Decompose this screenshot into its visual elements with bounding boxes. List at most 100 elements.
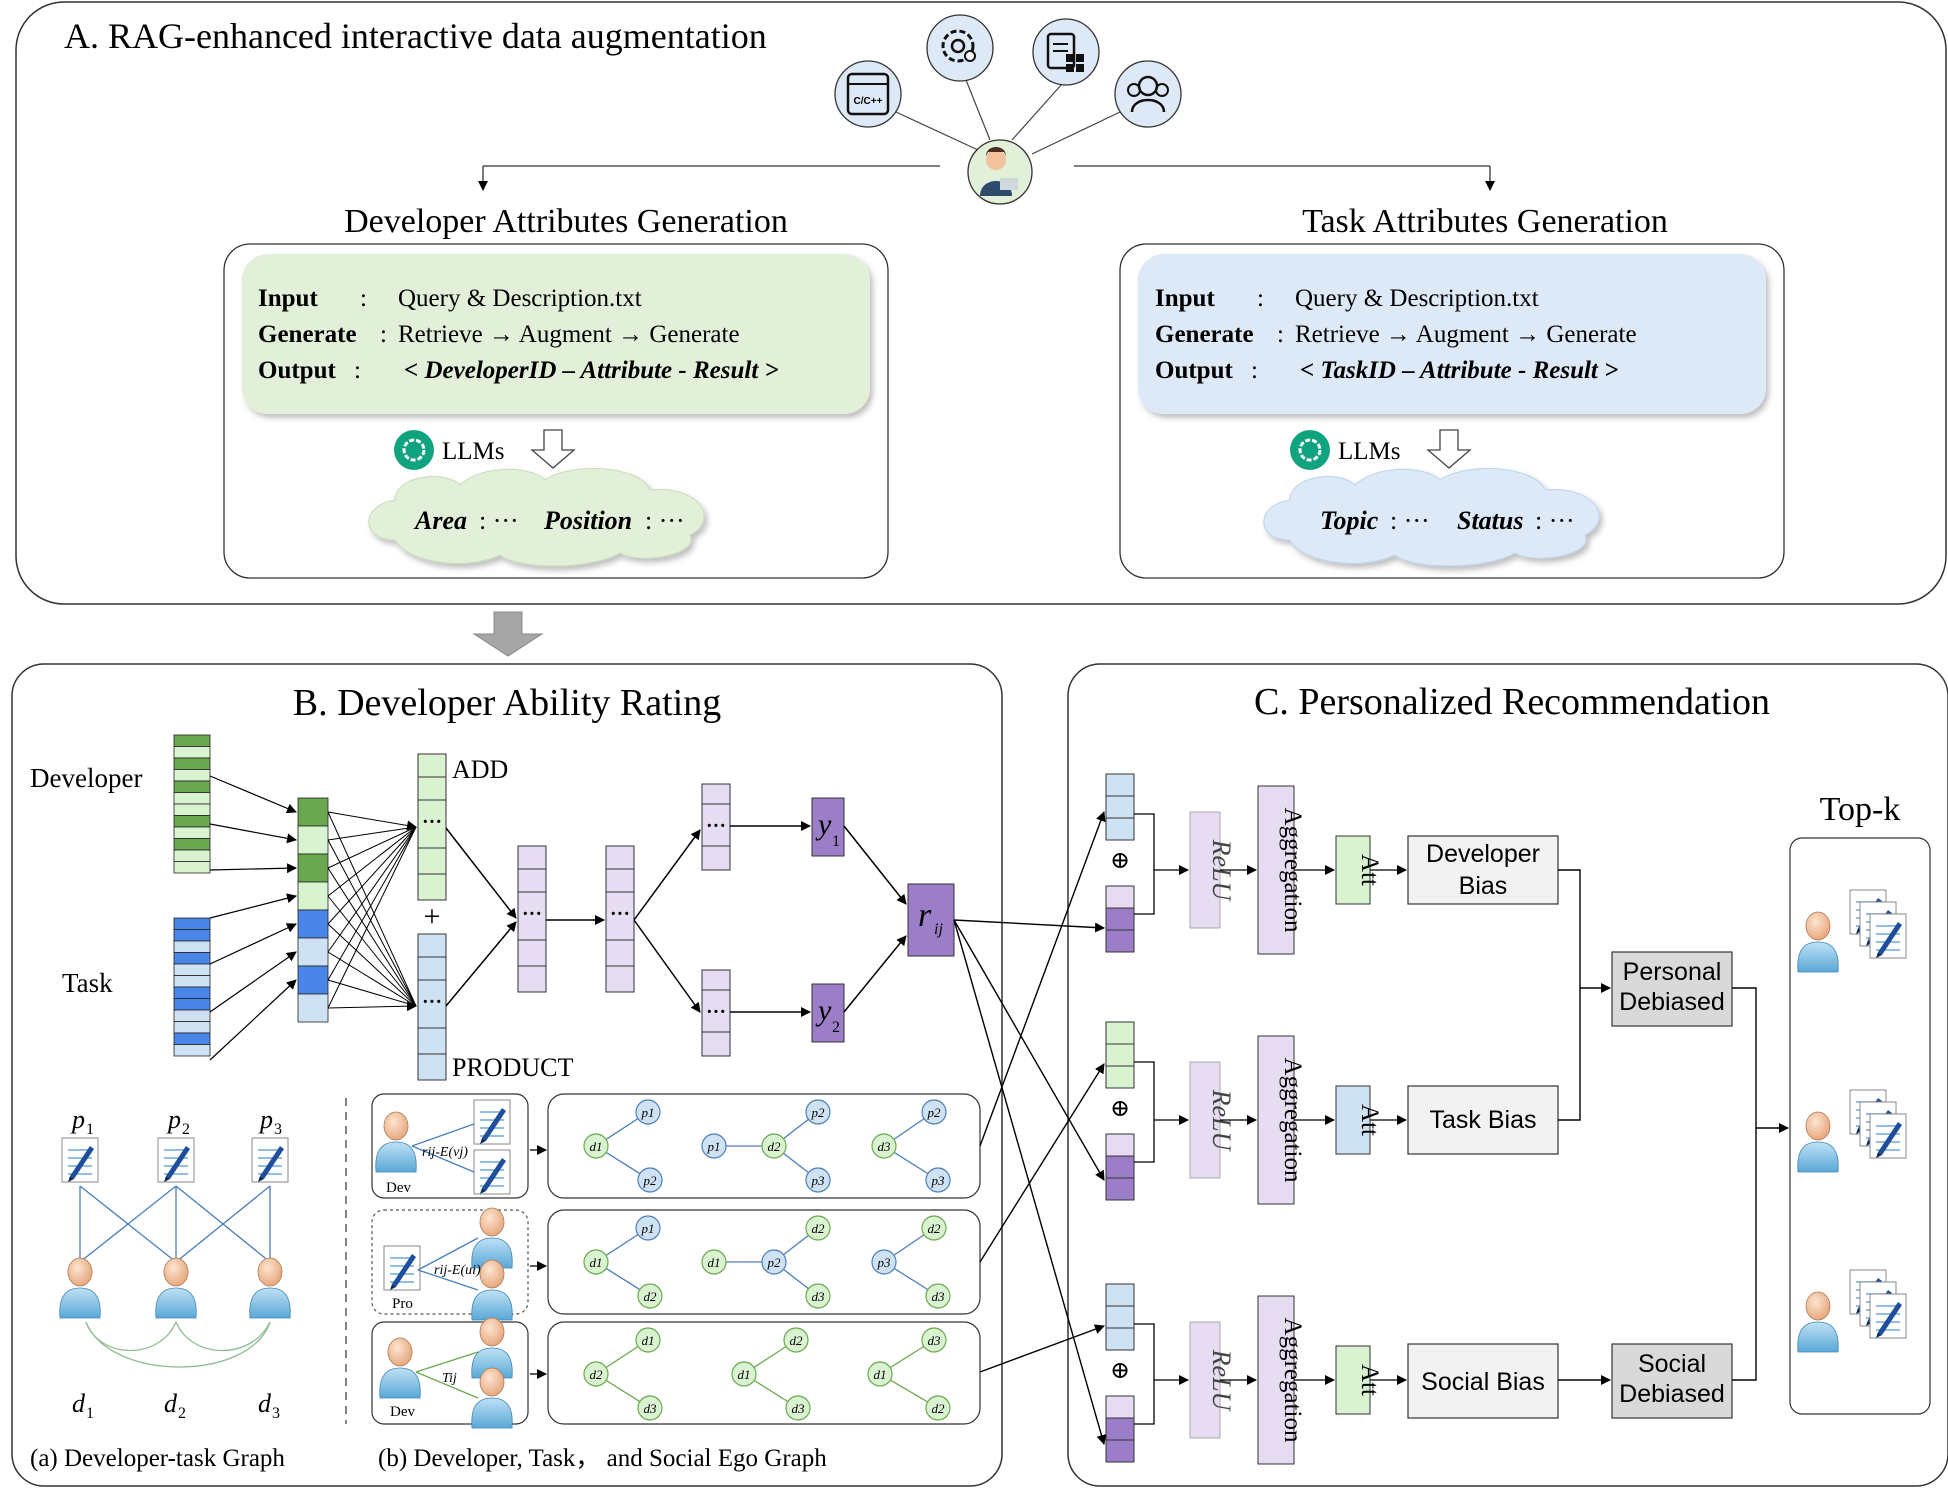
svg-text:Developer: Developer [1426,840,1540,868]
graph-node [637,1395,663,1421]
svg-text:Output: Output [258,357,336,384]
input-vector [1105,1395,1135,1463]
embedding-cell [173,917,211,930]
embedding-cell [173,929,211,942]
svg-text:ij: ij [934,921,943,938]
graph-node [925,1283,951,1309]
hidden-cell [297,797,329,827]
embedding-cell [173,849,211,862]
developer-generate-value: Retrieve → Augment → Generate [398,321,740,348]
svg-text:Tij: Tij [442,1371,457,1386]
svg-text:d1: d1 [708,1255,721,1270]
svg-text:rij-E(ui): rij-E(ui) [434,1263,481,1278]
svg-text:: ···: : ··· [1390,506,1430,535]
social-bias-box [1407,1343,1559,1419]
graph-node [731,1361,757,1387]
developer-llm-label: LLMs [442,438,505,465]
task-generate-value: Retrieve → Augment → Generate [1295,321,1637,348]
add-vector: ··· [417,753,447,901]
developer-bias-box [1407,835,1559,905]
svg-text:+: + [424,900,441,933]
svg-text:d2: d2 [644,1289,658,1304]
aggregation-box [1257,1295,1295,1465]
hidden-cell [297,881,329,911]
svg-text:Topic: Topic [1320,506,1379,535]
developer-attributes-heading: Developer Attributes Generation [344,203,788,240]
task-output-value: < TaskID – Attribute - Result > [1300,357,1618,384]
graph-node [925,1167,951,1193]
embedding-cell [173,792,211,805]
embedding-cell [173,963,211,976]
graph-node [701,1133,727,1159]
hidden-cell [297,825,329,855]
svg-text:⊕: ⊕ [1110,1096,1130,1122]
panel-c-title: C. Personalized Recommendation [1254,681,1770,723]
graph-node [871,1133,897,1159]
task-embedding [173,917,211,1057]
task-doc-icon [61,1137,99,1183]
embedding-cell [173,1009,211,1022]
svg-text:Position: Position [543,506,632,535]
svg-text::: : [360,285,367,312]
svg-text:2: 2 [178,1405,186,1422]
svg-text:p1: p1 [641,1105,655,1120]
svg-text:Input: Input [258,285,318,312]
svg-text:rij-E(vj): rij-E(vj) [422,1145,468,1160]
embedding-cell [173,975,211,988]
svg-text:2: 2 [832,1019,840,1036]
developer-embedding [173,734,211,874]
svg-text:p2: p2 [811,1105,826,1120]
svg-text:d3: d3 [812,1289,826,1304]
graph-node [921,1327,947,1353]
developer-task-graph: p 1 p 2 p 3 d 1 [30,1098,347,1472]
embedding-cell [173,780,211,793]
svg-text:Personal: Personal [1623,958,1722,986]
down-arrow-icon [530,429,576,469]
task-doc-icon [383,1245,421,1291]
svg-text:p3: p3 [877,1255,892,1270]
graph-node [805,1099,831,1125]
embedding-cell [173,757,211,770]
social-debiased-box [1611,1343,1733,1419]
svg-text:d3: d3 [928,1333,942,1348]
svg-text:p: p [258,1105,273,1134]
cross-panel-edges [953,811,1107,1445]
svg-text:Bias: Bias [1459,872,1508,900]
svg-text:3: 3 [274,1121,282,1138]
graph-node [761,1249,787,1275]
y2-node: y 2 [811,983,845,1043]
relu-box [1189,811,1221,929]
chatgpt-icon [1290,430,1330,470]
embedding-cell [173,998,211,1011]
developer-cloud [368,468,705,567]
y1-node: y 1 [811,797,845,857]
svg-text:···: ··· [706,815,726,837]
product-vector: ··· [417,933,447,1081]
svg-text:d3: d3 [792,1401,806,1416]
graph-b-caption: (b) Developer, Task， and Social Ego Grap… [378,1445,827,1472]
svg-text:y: y [815,808,832,841]
graph-node [635,1327,661,1353]
svg-text:···: ··· [706,1001,726,1023]
svg-text:p3: p3 [811,1173,826,1188]
graph-node [805,1283,831,1309]
svg-text:d: d [164,1389,178,1418]
svg-text:d: d [258,1389,272,1418]
svg-text:C/C++: C/C++ [854,96,883,107]
task-bias-box [1407,1085,1559,1155]
topk-label: Top-k [1820,791,1901,828]
svg-text:p1: p1 [641,1221,655,1236]
panel-a: A. RAG-enhanced interactive data augment… [15,1,1947,605]
fully-connected-edges [209,775,417,1061]
embedding-cell [173,815,211,828]
developer-label: Developer [30,763,142,793]
panel-a-title: A. RAG-enhanced interactive data augment… [64,16,767,56]
input-vector [1105,885,1135,953]
svg-text:d1: d1 [642,1333,655,1348]
graph-node [637,1283,663,1309]
task-doc-icon [157,1137,195,1183]
svg-text:Pro: Pro [392,1296,413,1312]
task-cloud [1263,468,1600,567]
